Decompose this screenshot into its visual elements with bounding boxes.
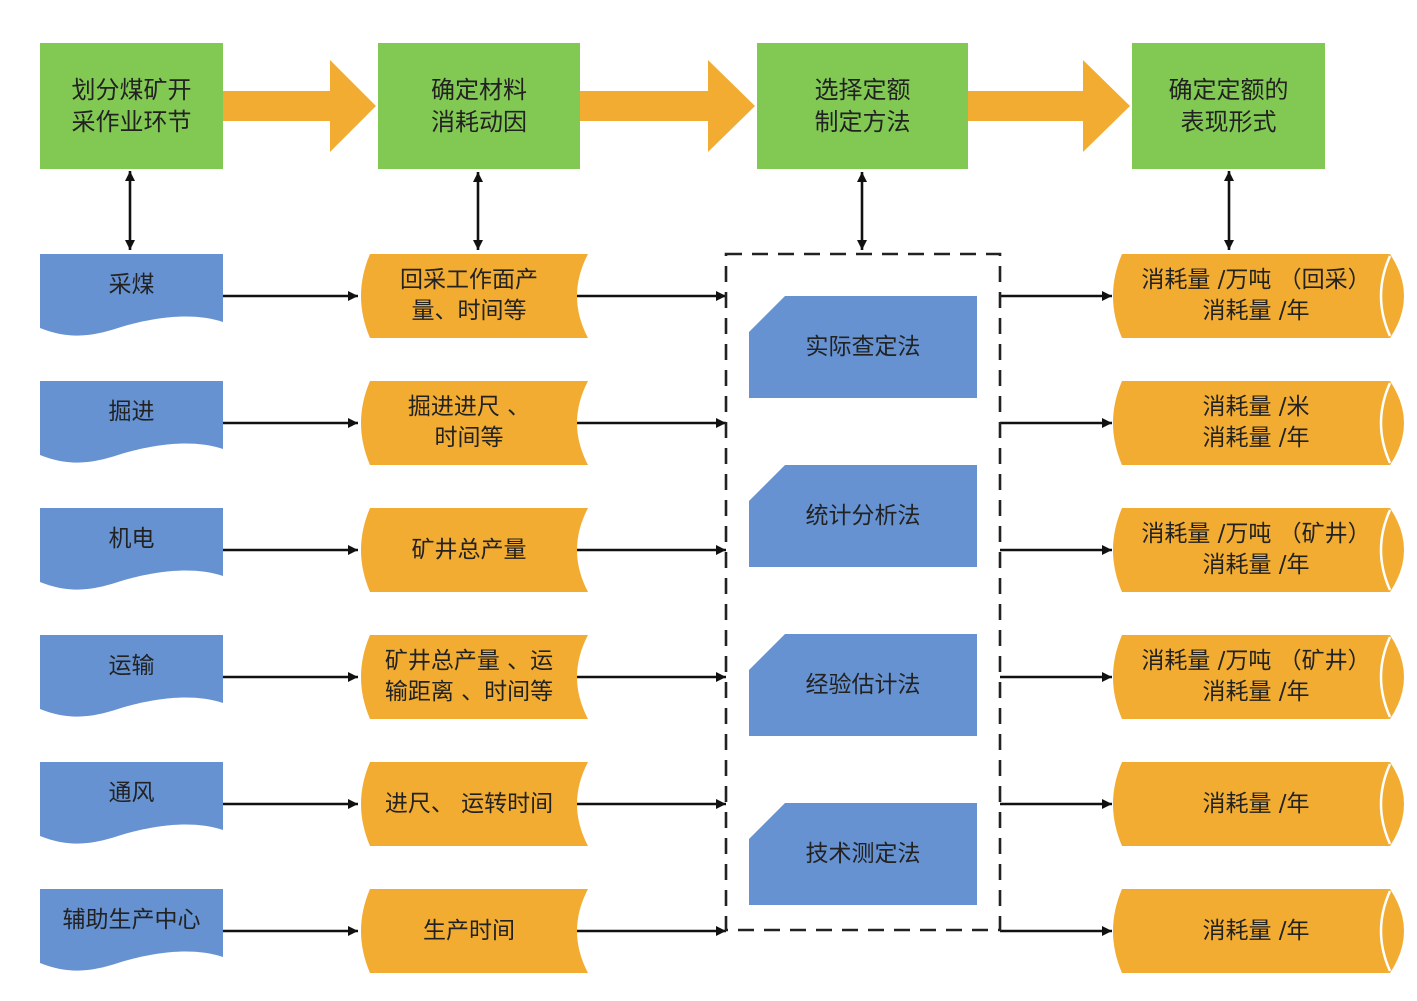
process-step-box (757, 43, 968, 169)
process-step-label: 选择定额 制定方法 (814, 76, 911, 136)
activity-label: 采煤 (108, 271, 155, 298)
driver-label: 回采工作面产 量、时间等 (400, 267, 538, 324)
activity-label: 通风 (108, 779, 155, 806)
activity-shape (40, 635, 223, 717)
driver-shape (361, 635, 588, 719)
process-step-label: 确定材料 消耗动因 (431, 76, 527, 136)
driver-label: 生产时间 (423, 917, 515, 944)
driver-shape (361, 889, 588, 973)
activity-label: 机电 (108, 525, 155, 552)
form-label: 消耗量 /年 (1202, 917, 1310, 944)
activity-label: 辅助生产中心 (62, 906, 201, 933)
driver-label: 矿井总产量 (411, 536, 527, 563)
driver-label: 矿井总产量 、运 输距离 、时间等 (384, 648, 554, 705)
driver-label: 掘进进尺 、 时间等 (407, 394, 531, 451)
method-container (724, 252, 1002, 932)
activity-shape (40, 254, 223, 336)
method-box (749, 296, 977, 398)
activity-label: 掘进 (108, 398, 155, 425)
driver-shape (361, 508, 588, 592)
form-shape (1113, 635, 1404, 719)
form-shape (1113, 508, 1404, 592)
form-shape-edge (1379, 636, 1392, 718)
method-label: 经验估计法 (805, 671, 921, 698)
flow-arrow-icon (968, 60, 1130, 152)
flow-arrow-icon (580, 60, 755, 152)
method-label: 统计分析法 (805, 502, 921, 529)
method-label: 实际查定法 (805, 333, 921, 360)
form-shape-edge (1379, 890, 1392, 972)
form-label: 消耗量 /万吨 （矿井） 消耗量 /年 (1141, 521, 1371, 578)
driver-shape (361, 762, 588, 846)
form-shape-edge (1379, 509, 1392, 591)
method-box (749, 803, 977, 905)
form-shape (1113, 889, 1404, 973)
form-label: 消耗量 /米 消耗量 /年 (1202, 394, 1310, 451)
method-box (749, 465, 977, 567)
form-label: 消耗量 /万吨 （矿井） 消耗量 /年 (1141, 648, 1371, 705)
driver-label: 进尺、 运转时间 (384, 790, 554, 817)
form-shape-edge (1379, 382, 1392, 464)
driver-shape (361, 254, 588, 338)
form-label: 消耗量 /年 (1202, 790, 1310, 817)
activity-shape (40, 889, 223, 971)
form-shape (1113, 762, 1404, 846)
activity-shape (40, 762, 223, 844)
form-shape (1113, 254, 1404, 338)
form-shape (1113, 381, 1404, 465)
form-label: 消耗量 /万吨 （回采） 消耗量 /年 (1141, 267, 1371, 324)
process-step-box (378, 43, 580, 169)
activity-label: 运输 (108, 652, 155, 679)
driver-shape (361, 381, 588, 465)
process-step-label: 划分煤矿开 采作业环节 (71, 76, 192, 136)
form-shape-edge (1379, 255, 1392, 337)
process-step-box (1132, 43, 1325, 169)
form-shape-edge (1379, 763, 1392, 845)
flow-arrow-icon (223, 60, 376, 152)
process-step-label: 确定定额的 表现形式 (1168, 76, 1289, 136)
method-box (749, 634, 977, 736)
activity-shape (40, 508, 223, 590)
method-label: 技术测定法 (805, 840, 921, 867)
process-step-box (40, 43, 223, 169)
activity-shape (40, 381, 223, 463)
